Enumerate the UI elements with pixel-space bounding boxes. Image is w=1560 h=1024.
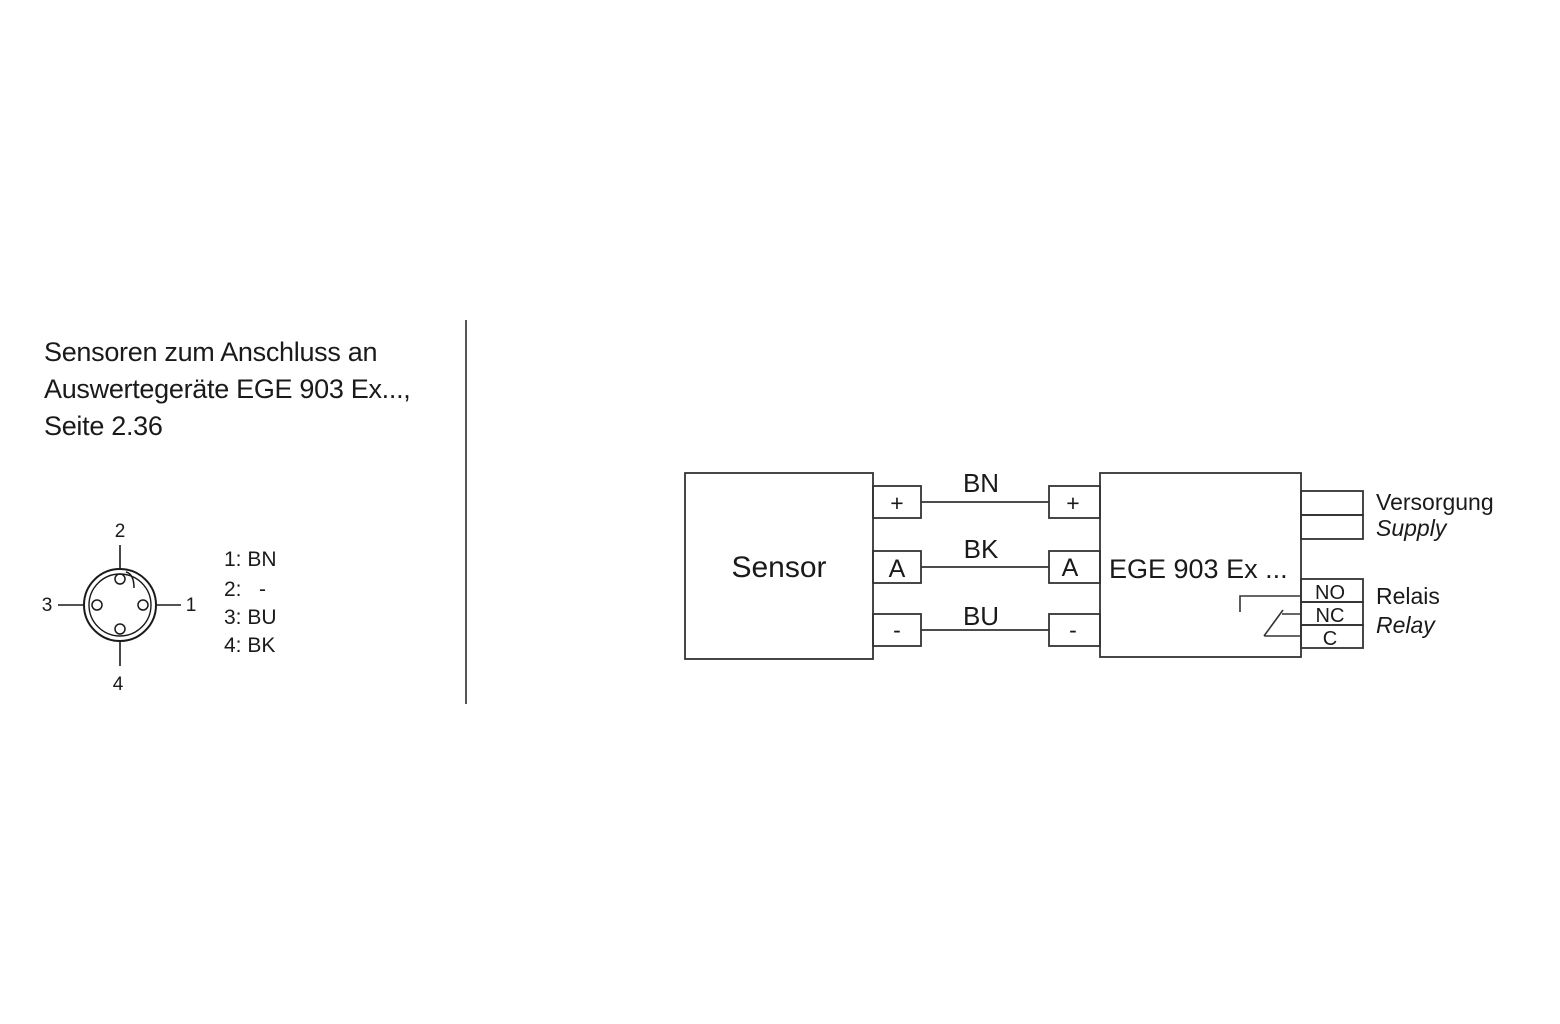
relay-terminal-c-label: C [1323,628,1337,650]
pin-number-2: 2 [115,521,126,542]
pin-3-socket [91,599,103,611]
pin-assignment-1: 1: BN [224,548,277,571]
pin-4-socket [114,623,126,635]
relay-label-en: Relay [1376,612,1436,638]
supply-terminal-2 [1300,514,1364,540]
device-terminal-minus-label: - [1069,617,1077,643]
supply-label: Versorgung [1376,489,1494,515]
relay-terminal-no-label: NO [1315,582,1345,604]
supply-terminal-1 [1300,490,1364,516]
wire-bu-label: BU [963,601,999,631]
connector-outer-ring [83,568,157,642]
title-line-3: Seite 2.36 [44,411,163,441]
sensor-terminal-plus-label: + [890,490,903,516]
wire-bn-label: BN [963,468,999,498]
title-line-2: Auswertegeräte EGE 903 Ex..., [44,374,411,404]
coding-key [125,571,135,589]
pin-assignment-2: 2: - [224,578,266,601]
pin-number-3: 3 [42,595,53,616]
relay-terminal-nc-label: NC [1316,605,1345,627]
relay-label: Relais [1376,583,1440,609]
pin-1-socket [137,599,149,611]
pin-assignment-4: 4: BK [224,634,275,657]
title-line-1: Sensoren zum Anschluss an [44,337,378,367]
sensor-terminal-a-label: A [889,555,906,583]
device-terminal-plus-label: + [1066,490,1079,516]
relay-contact-symbol [1239,595,1301,637]
sensor-terminal-minus-label: - [893,617,901,643]
supply-label-en: Supply [1376,515,1448,541]
wire-bk-label: BK [964,534,999,564]
pin-2-socket [114,573,126,585]
connector-pinout [58,545,181,666]
pin-number-4: 4 [113,674,124,695]
diagram-title: Sensoren zum Anschluss an Auswertegeräte… [44,334,464,445]
sensor-label: Sensor [731,551,826,584]
pin-assignment-3: 3: BU [224,606,277,629]
pin-number-1: 1 [186,595,197,616]
device-label: EGE 903 Ex ... [1109,554,1288,584]
device-terminal-a-label: A [1062,554,1079,582]
device-box [1099,472,1302,658]
